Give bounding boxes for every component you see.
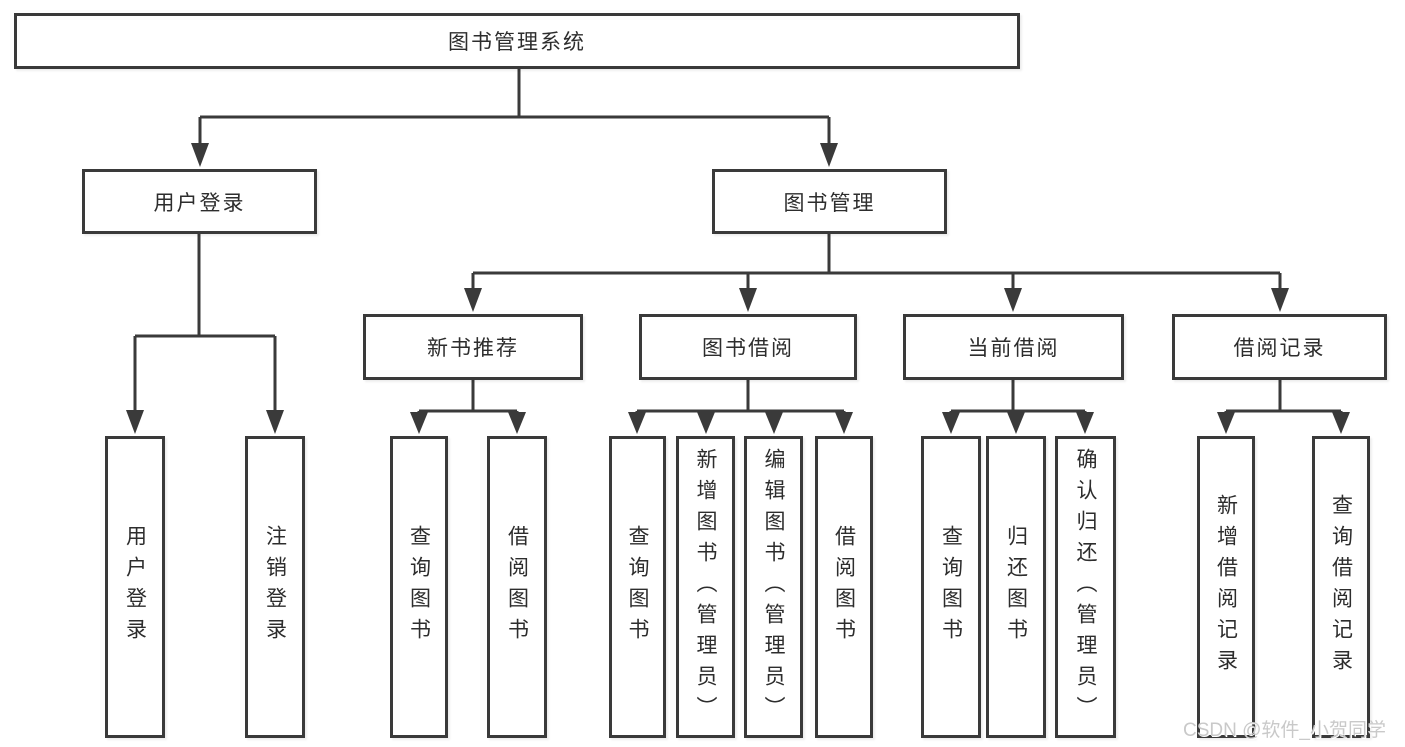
node-user-login-branch: 用户登录 [82,169,317,234]
leaf-label: 查询图书 [626,525,650,649]
leaf-query-books-recommend: 查询图书 [390,436,448,738]
leaf-label: 新增借阅记录 [1214,494,1239,680]
node-book-mgmt-branch: 图书管理 [712,169,947,234]
leaf-edit-books-admin: 编辑图书（管理员） [744,436,803,738]
leaf-label: 确认归还（管理员） [1074,447,1098,727]
node-book-mgmt-label: 图书管理 [783,191,876,215]
leaf-add-books-admin: 新增图书（管理员） [676,436,735,738]
leaf-return-books: 归还图书 [986,436,1046,738]
node-borrow-records: 借阅记录 [1172,314,1387,380]
node-book-borrow: 图书借阅 [639,314,857,380]
leaf-label: 编辑图书（管理员） [762,447,786,727]
section-label: 新书推荐 [427,337,519,360]
node-current-borrow: 当前借阅 [903,314,1124,380]
node-new-book-recommend: 新书推荐 [363,314,583,380]
leaf-label: 注销登录 [263,525,288,649]
leaf-query-borrow-record: 查询借阅记录 [1312,436,1370,738]
leaf-label: 归还图书 [1004,525,1029,649]
leaf-borrow-books-recommend: 借阅图书 [487,436,547,738]
leaf-label: 借阅图书 [505,525,530,649]
leaf-label: 查询图书 [939,525,964,649]
arrowheads [126,143,1350,434]
leaf-borrow-books: 借阅图书 [815,436,873,738]
leaf-confirm-return-admin: 确认归还（管理员） [1055,436,1116,738]
section-label: 当前借阅 [967,337,1060,360]
section-label: 图书借阅 [702,337,794,360]
node-root: 图书管理系统 [14,13,1020,69]
leaf-label: 查询借阅记录 [1329,494,1354,680]
leaf-query-books-current: 查询图书 [921,436,981,738]
leaf-label: 查询图书 [407,525,432,649]
leaf-label: 借阅图书 [832,525,857,649]
leaf-query-books-borrow: 查询图书 [609,436,666,738]
watermark: CSDN @软件_小贺同学 [1183,720,1386,741]
leaf-label: 用户登录 [123,525,148,649]
leaf-add-borrow-record: 新增借阅记录 [1197,436,1255,738]
node-user-login-label: 用户登录 [153,191,246,215]
leaf-label: 新增图书（管理员） [694,447,718,727]
node-root-label: 图书管理系统 [448,31,586,54]
section-label: 借阅记录 [1233,337,1326,360]
leaf-logout: 注销登录 [245,436,305,738]
leaf-user-login: 用户登录 [105,436,165,738]
